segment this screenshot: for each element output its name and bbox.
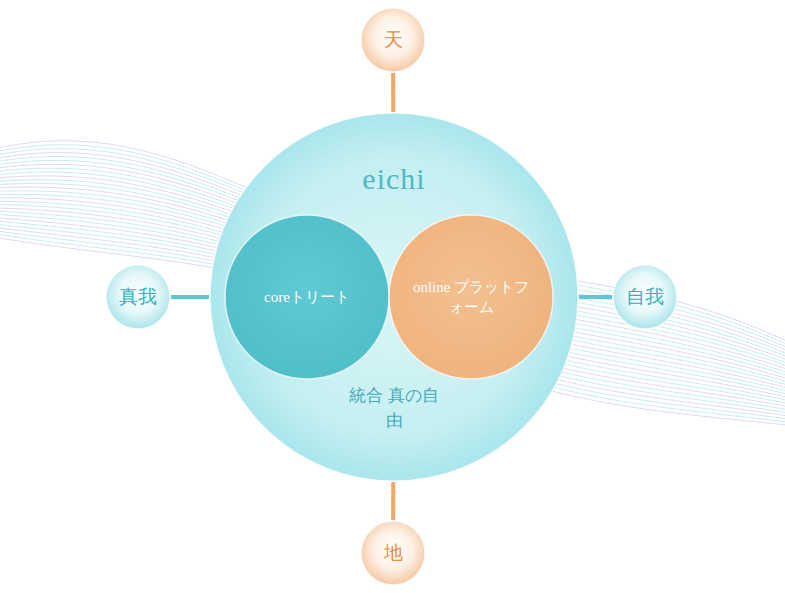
circle-label: 地 <box>384 540 403 566</box>
earth-circle: 地 <box>360 520 426 586</box>
eichi-circle: eichi 統合 真の自由 coreトリート online プラットフォーム <box>209 112 579 482</box>
circle-label: coreトリート <box>264 287 350 307</box>
connector-line <box>579 295 612 299</box>
text-wrap: 真我 <box>105 264 171 330</box>
circle-fill <box>225 215 389 379</box>
connector-line <box>391 73 395 112</box>
text-wrap: 自我 <box>612 264 678 330</box>
circle-fill <box>389 215 553 379</box>
circle-body: 統合 真の自由 <box>349 384 439 433</box>
circle-heading: eichi <box>209 162 579 196</box>
text-wrap: coreトリート <box>224 214 390 380</box>
circle-fill <box>210 113 578 481</box>
text-wrap: online プラットフォーム <box>388 214 554 380</box>
circle-shape <box>388 214 554 380</box>
circle-fill <box>361 8 425 72</box>
heaven-circle: 天 <box>360 7 426 73</box>
connector-line <box>391 482 395 520</box>
true-self-circle: 真我 <box>105 264 171 330</box>
circle-label: 真我 <box>119 284 157 310</box>
core-circle: coreトリート <box>224 214 390 380</box>
text-wrap: 天 <box>360 7 426 73</box>
circle-fill <box>106 265 170 329</box>
circle-label: 自我 <box>626 284 664 310</box>
ego-circle: 自我 <box>612 264 678 330</box>
connector-line <box>171 295 209 299</box>
circle-label: online プラットフォーム <box>406 277 536 318</box>
circle-fill <box>613 265 677 329</box>
circle-fill <box>361 521 425 585</box>
circle-label: 天 <box>384 27 403 53</box>
text-wrap: 地 <box>360 520 426 586</box>
online-circle: online プラットフォーム <box>388 214 554 380</box>
